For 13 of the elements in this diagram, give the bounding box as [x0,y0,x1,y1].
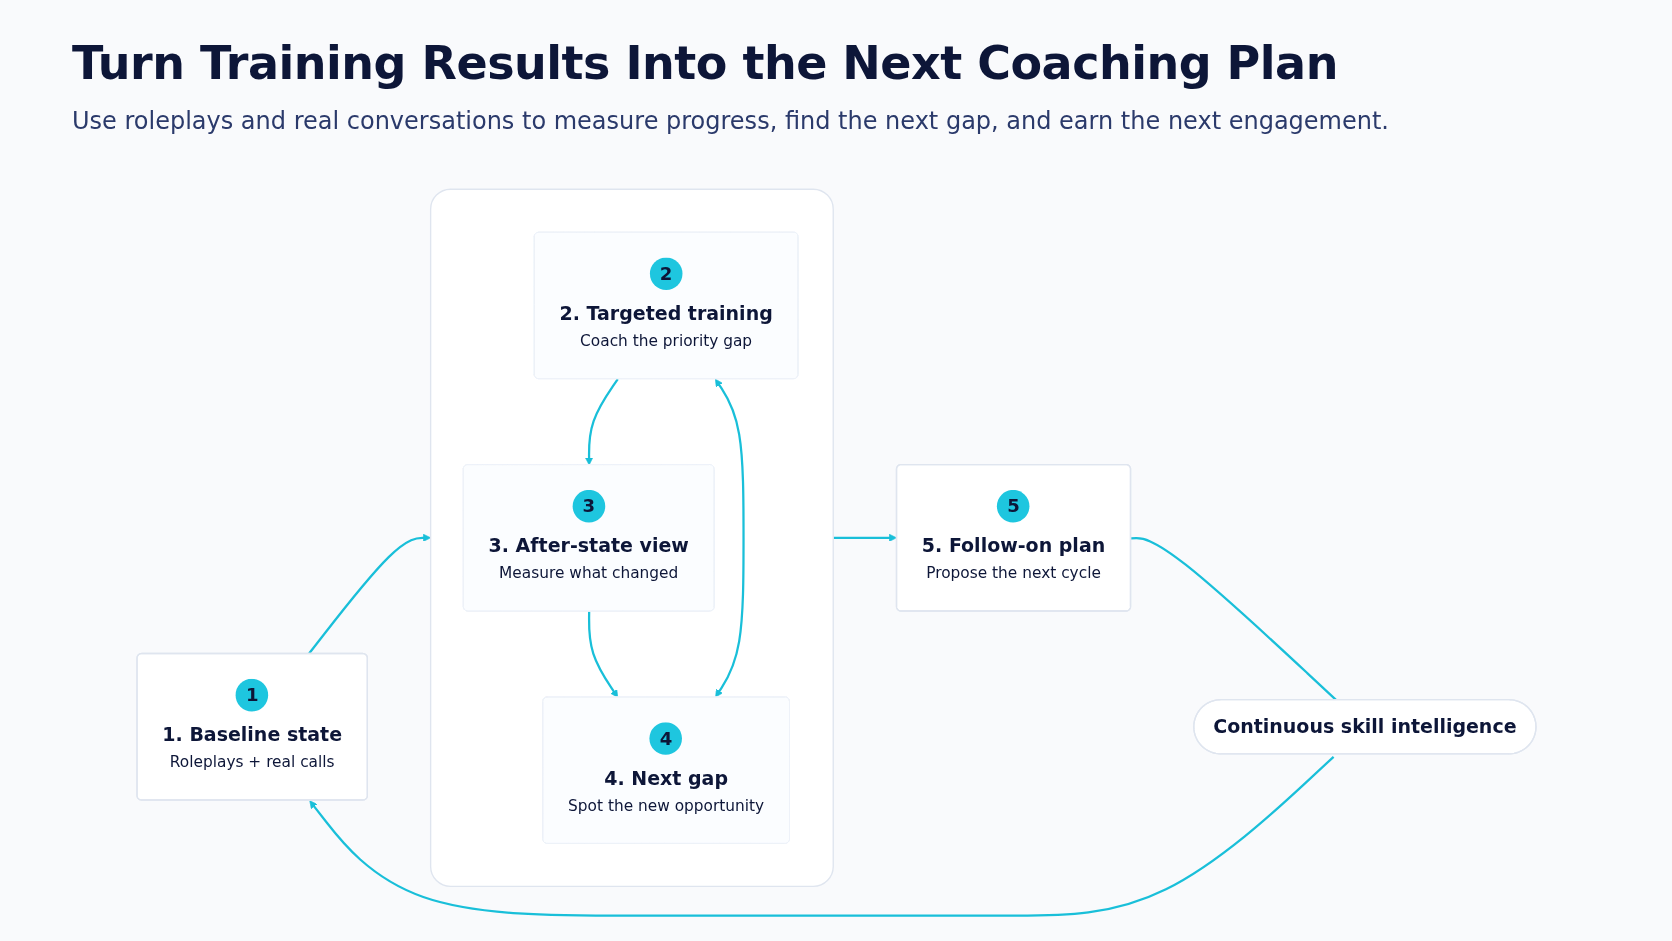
arrow [832,533,897,542]
subtitle: Use roleplays and real conversations to measure progress, find the next gap, and earn the next engagement. [72,106,1389,136]
arrow [714,378,745,698]
node-text: 3 3. After-state view Measure what changed [488,495,689,583]
arrow [587,611,618,698]
arrow [308,756,1334,917]
cluster [429,188,834,888]
node-text: 4 4. Next gap Spot the new opportunity [567,727,764,815]
title: Turn Training Results Into the Next Coaching Plan [72,35,1338,92]
node-text: 2 2. Targeted training Coach the priority gap [559,262,773,350]
connector [1130,537,1337,701]
arrow [307,533,431,655]
arrow [584,378,619,466]
